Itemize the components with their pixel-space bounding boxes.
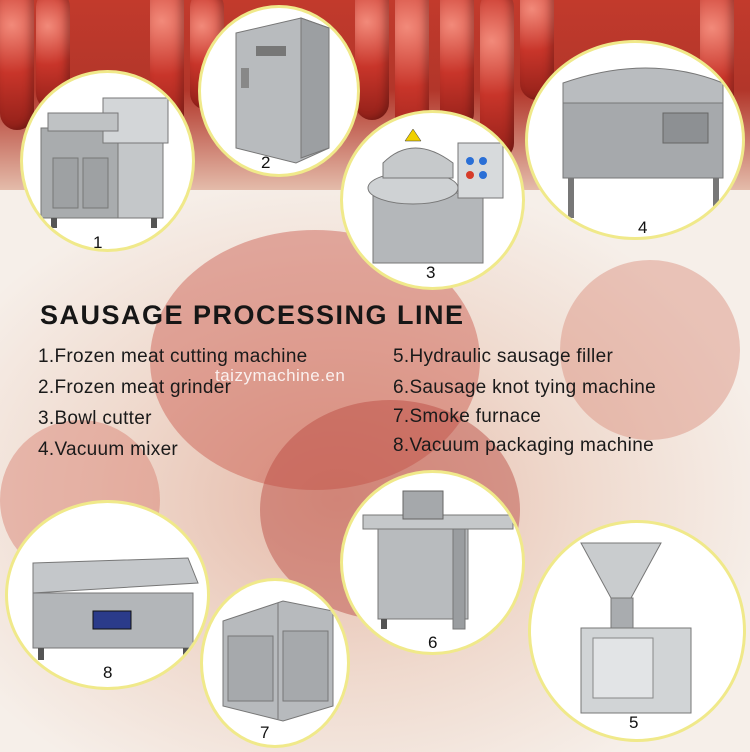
vacuum-mixer-image	[562, 67, 724, 218]
machine-number: 1	[93, 233, 103, 252]
smoke-furnace-image	[222, 600, 334, 722]
list-item: 1.Frozen meat cutting machine	[38, 346, 308, 367]
frozen-meat-grinder-image	[235, 17, 330, 164]
machine-number: 6	[428, 633, 438, 652]
sausage-decor	[440, 0, 474, 130]
watermark: taizymachine.en	[215, 366, 346, 385]
machine-5-hydraulic-sausage-filler: 5	[528, 520, 746, 742]
machine-number: 7	[260, 723, 270, 742]
list-item: 8.Vacuum packaging machine	[393, 435, 654, 456]
sausage-decor	[0, 0, 34, 130]
machine-number: 3	[426, 263, 436, 282]
machine-2-frozen-meat-grinder: 2	[198, 5, 360, 177]
knot-tying-machine-image	[362, 490, 514, 630]
sausage-decor	[355, 0, 389, 120]
list-item: 4.Vacuum mixer	[38, 439, 179, 460]
machine-6-sausage-knot-tying: 6	[340, 470, 525, 655]
meat-blob	[560, 260, 740, 440]
sausage-filler-image	[580, 542, 692, 714]
list-item: 5.Hydraulic sausage filler	[393, 346, 614, 367]
machine-8-vacuum-packaging: 8	[5, 500, 210, 690]
list-item: 7.Smoke furnace	[393, 406, 542, 427]
vacuum-packaging-machine-image	[32, 557, 199, 660]
list-item: 6.Sausage knot tying machine	[393, 377, 656, 398]
machine-number: 4	[638, 218, 648, 237]
machine-3-bowl-cutter: 3	[340, 110, 525, 290]
bowl-cutter-image	[367, 128, 504, 264]
list-item: 2.Frozen meat grinder	[38, 377, 232, 398]
list-item: 3.Bowl cutter	[38, 408, 152, 429]
page-title: SAUSAGE PROCESSING LINE	[40, 300, 465, 330]
machine-number: 8	[103, 663, 113, 682]
machine-4-vacuum-mixer: 4	[525, 40, 745, 240]
machine-number: 2	[261, 153, 271, 172]
machine-number: 5	[629, 713, 639, 732]
machine-7-smoke-furnace: 7	[200, 578, 350, 748]
machine-1-frozen-meat-cutter: 1	[20, 70, 195, 252]
frozen-meat-cutter-image	[40, 97, 169, 228]
